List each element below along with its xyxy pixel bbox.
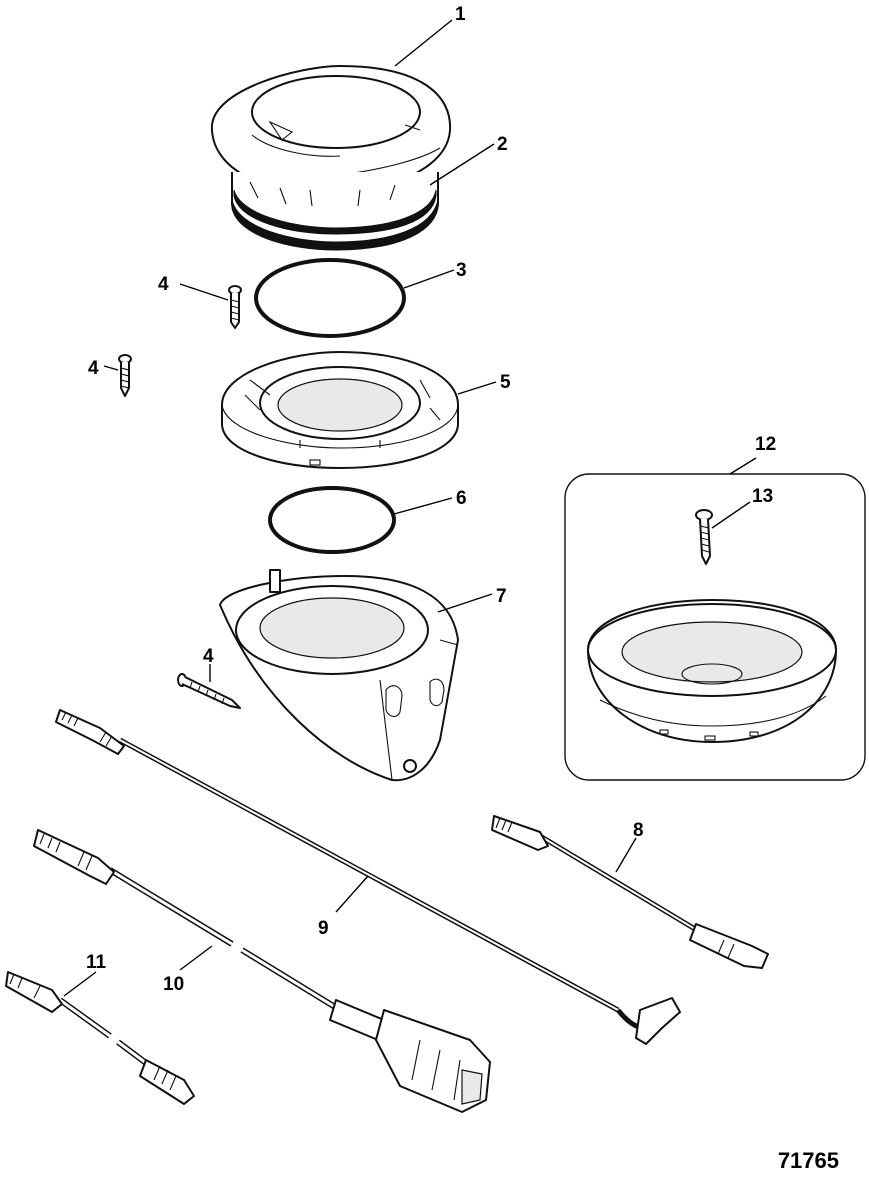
figure-id: 71765 (777, 1148, 839, 1173)
callout-8: 8 (633, 820, 644, 841)
part-4-screw-a (228, 285, 242, 329)
callout-5: 5 (500, 372, 511, 393)
callout-1: 1 (455, 4, 466, 25)
callout-7: 7 (496, 586, 507, 607)
part-6-o-ring (268, 486, 396, 554)
callout-3: 3 (456, 260, 467, 281)
part-2-gasket-base (231, 172, 439, 251)
part-7-deck-mount-housing (219, 569, 459, 782)
callout-2: 2 (497, 134, 508, 155)
callout-13: 13 (752, 486, 773, 507)
part-11-adapter-cable (5, 971, 195, 1105)
callout-10: 10 (163, 974, 184, 995)
callout-11: 11 (86, 952, 107, 973)
part-12-kit-box (564, 473, 866, 781)
callout-4-c: 4 (203, 646, 214, 667)
part-5-mounting-ring (221, 351, 459, 469)
leader-lines (63, 19, 757, 997)
part-8-cable (491, 815, 769, 969)
part-1-cover-ring (210, 65, 452, 194)
callout-6: 6 (456, 488, 467, 509)
part-4-screw-c (177, 673, 241, 709)
part-9-cable (55, 709, 681, 1045)
part-10-adapter-cable (33, 829, 491, 1113)
callout-4-a: 4 (158, 274, 169, 295)
callout-12: 12 (755, 434, 776, 455)
callout-9: 9 (318, 918, 329, 939)
part-4-screw-b (118, 354, 132, 397)
callout-4-b: 4 (88, 358, 99, 379)
part-3-o-ring (254, 258, 406, 338)
part-13-screw (695, 509, 713, 565)
